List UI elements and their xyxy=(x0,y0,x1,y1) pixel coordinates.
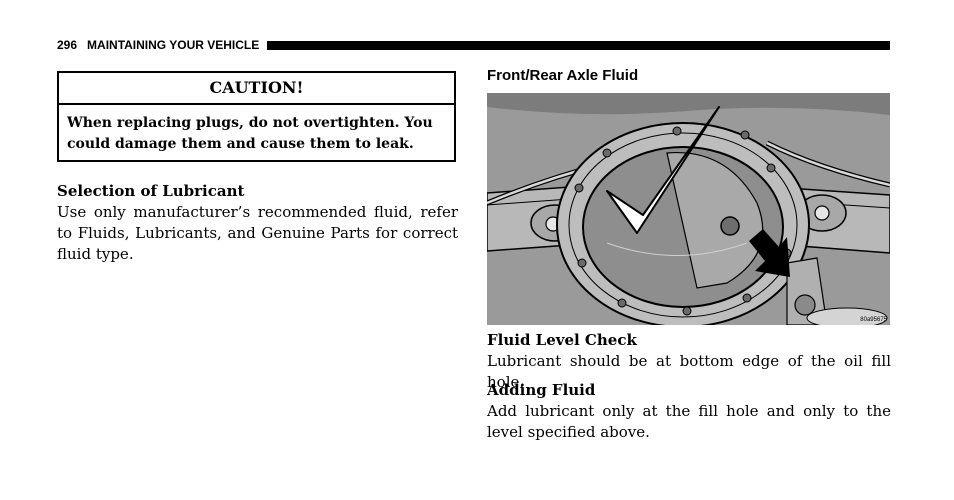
selection-heading: Selection of Lubricant xyxy=(57,182,245,200)
adding-fluid-heading: Adding Fluid xyxy=(487,381,596,399)
caution-text: When replacing plugs, do not overtighten… xyxy=(67,115,433,152)
figure-title: Front/Rear Axle Fluid xyxy=(487,67,639,84)
figure-code: 80a95675 xyxy=(860,317,887,323)
page-number: 296 xyxy=(57,38,78,52)
selection-text: Use only manufacturer’s recommended flui… xyxy=(57,203,458,263)
caution-box: CAUTION! When replacing plugs, do not ov… xyxy=(57,71,456,162)
axle-cover-illustration xyxy=(486,93,891,329)
page-header: 296 MAINTAINING YOUR VEHICLE xyxy=(57,37,890,53)
section-title: MAINTAINING YOUR VEHICLE xyxy=(87,38,260,52)
axle-figure: 80a95675 xyxy=(486,93,891,329)
header-rule xyxy=(267,40,890,50)
adding-fluid-text: Add lubricant only at the fill hole and … xyxy=(487,402,891,441)
caution-heading: CAUTION! xyxy=(59,73,454,105)
fluid-level-text: Lubricant should be at bottom edge of th… xyxy=(487,352,891,391)
fluid-level-heading: Fluid Level Check xyxy=(487,331,637,349)
